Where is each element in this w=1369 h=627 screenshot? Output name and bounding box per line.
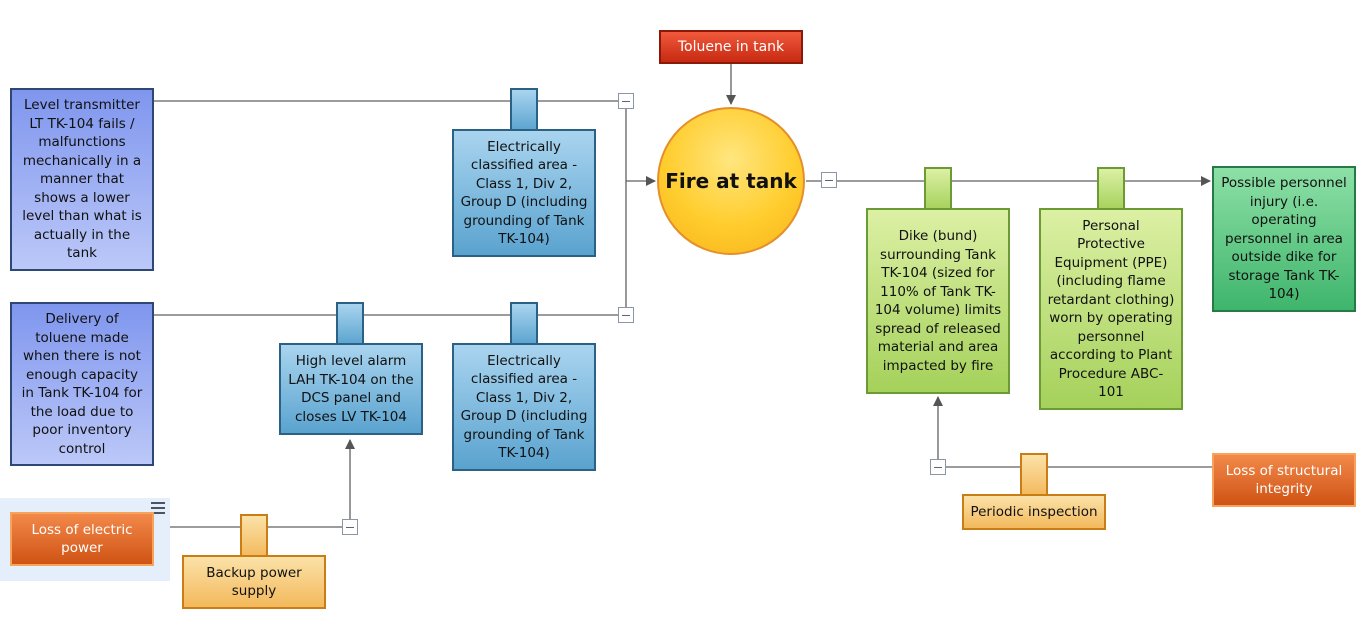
collapse-toggle-icon[interactable] xyxy=(342,519,358,535)
collapse-toggle-icon[interactable] xyxy=(930,459,946,475)
collapse-toggle-icon[interactable] xyxy=(821,172,837,188)
escalation-factor-label: Loss of electric power xyxy=(31,521,133,557)
barrier-stem xyxy=(1097,167,1125,210)
preventive-barrier-box[interactable]: Electrically classified area - Class 1, … xyxy=(452,129,596,257)
preventive-barrier-box[interactable]: Electrically classified area - Class 1, … xyxy=(452,343,596,471)
consequence-box[interactable]: Possible personnel injury (i.e. operatin… xyxy=(1212,166,1356,312)
consequence-label: Possible personnel injury (i.e. operatin… xyxy=(1221,175,1347,303)
barrier-label: Periodic inspection xyxy=(970,503,1098,520)
hazard-label: Toluene in tank xyxy=(677,38,785,55)
threat-box[interactable]: Delivery of toluene made when there is n… xyxy=(10,302,154,466)
threat-label: Delivery of toluene made when there is n… xyxy=(21,311,143,457)
barrier-label: High level alarm LAH TK-104 on the DCS p… xyxy=(288,353,414,425)
top-event-circle[interactable]: Fire at tank xyxy=(657,107,805,255)
barrier-label: Personal Protective Equipment (PPE) (inc… xyxy=(1047,217,1175,401)
barrier-label: Dike (bund) surrounding Tank TK-104 (siz… xyxy=(874,228,1002,374)
threat-box[interactable]: Level transmitter LT TK-104 fails / malf… xyxy=(10,88,154,271)
barrier-stem xyxy=(240,514,268,557)
top-event-label: Fire at tank xyxy=(665,169,797,193)
barrier-stem xyxy=(336,302,364,345)
mitigative-barrier-box[interactable]: Dike (bund) surrounding Tank TK-104 (siz… xyxy=(866,208,1010,394)
escalation-factor-label: Loss of structural integrity xyxy=(1225,462,1343,498)
barrier-label: Backup power supply xyxy=(206,564,302,600)
escalation-barrier-box[interactable]: Backup power supply xyxy=(182,555,326,609)
escalation-factor-box[interactable]: Loss of electric power xyxy=(10,512,154,566)
collapse-toggle-icon[interactable] xyxy=(618,93,634,109)
barrier-stem xyxy=(924,167,952,210)
preventive-barrier-box[interactable]: High level alarm LAH TK-104 on the DCS p… xyxy=(279,343,423,435)
barrier-label: Electrically classified area - Class 1, … xyxy=(460,352,588,462)
menu-icon[interactable] xyxy=(151,502,165,514)
escalation-factor-box[interactable]: Loss of structural integrity xyxy=(1212,453,1356,507)
barrier-label: Electrically classified area - Class 1, … xyxy=(460,138,588,248)
threat-label: Level transmitter LT TK-104 fails / malf… xyxy=(22,97,142,262)
collapse-toggle-icon[interactable] xyxy=(618,307,634,323)
barrier-stem xyxy=(510,302,538,345)
mitigative-barrier-box[interactable]: Personal Protective Equipment (PPE) (inc… xyxy=(1039,208,1183,410)
hazard-box[interactable]: Toluene in tank xyxy=(659,30,803,64)
barrier-stem xyxy=(1020,453,1048,496)
escalation-barrier-box[interactable]: Periodic inspection xyxy=(962,494,1106,530)
barrier-stem xyxy=(510,88,538,131)
